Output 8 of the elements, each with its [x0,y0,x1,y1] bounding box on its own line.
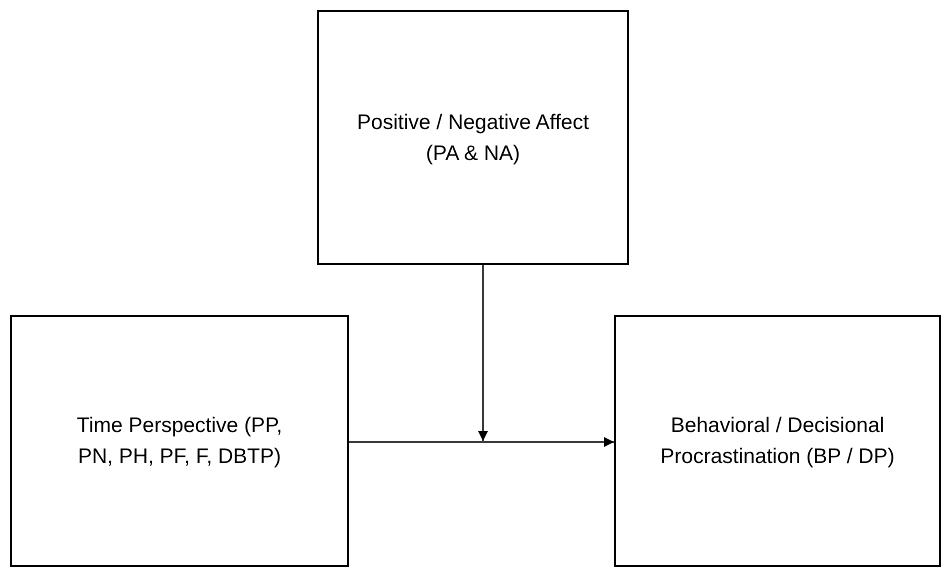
arrow [349,437,614,447]
concept-box [614,315,941,567]
concept-box [10,315,349,567]
box-label: Behavioral / Decisional Procrastination (BP / DP) [659,413,896,470]
concept-box [317,10,629,265]
box-label: Positive / Negative Affect (PA & NA) [356,110,590,166]
box-label: Time Perspective (PP, PN, PH, PF, F, DBTP) [76,413,284,470]
arrow [478,265,488,441]
